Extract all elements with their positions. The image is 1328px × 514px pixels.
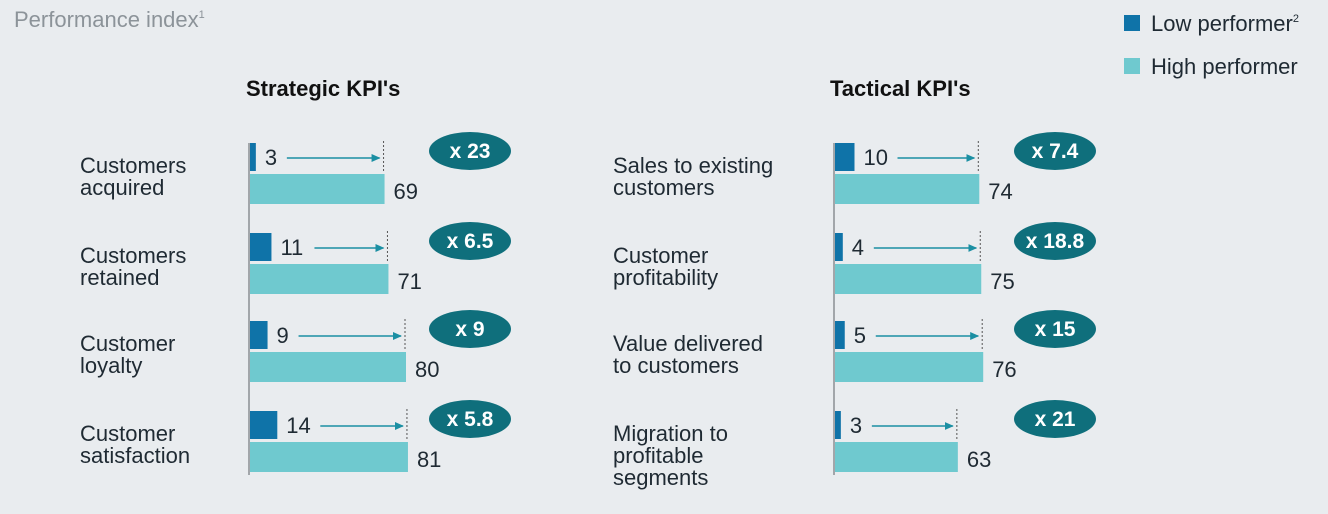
low-performer-value: 10 xyxy=(864,145,888,170)
high-performer-value: 76 xyxy=(992,357,1016,382)
multiplier-badge-text: x 15 xyxy=(1035,318,1076,341)
multiplier-badge-text: x 18.8 xyxy=(1026,230,1085,253)
high-performer-bar xyxy=(250,442,408,472)
category-label-line: profitable xyxy=(613,443,704,468)
category-label-line: acquired xyxy=(80,175,164,200)
legend-label-low: Low performer2 xyxy=(1151,11,1299,36)
category-label-line: retained xyxy=(80,265,160,290)
category-label-line: to customers xyxy=(613,353,739,378)
high-performer-bar xyxy=(250,174,385,204)
performance-index-footnote: 1 xyxy=(199,9,205,21)
legend-label-high: High performer xyxy=(1151,54,1298,79)
category-label-line: Value delivered xyxy=(613,331,763,356)
multiplier-badge xyxy=(1014,132,1096,170)
multiplier-badge xyxy=(429,310,511,348)
category-label-line: Migration to xyxy=(613,421,728,446)
category-label-line: profitability xyxy=(613,265,718,290)
category-label-line: Sales to existing xyxy=(613,153,773,178)
category-label-line: loyalty xyxy=(80,353,142,378)
performance-index-text: Performance index xyxy=(14,7,199,32)
legend-swatch-low xyxy=(1124,15,1140,31)
high-performer-value: 63 xyxy=(967,447,991,472)
high-performer-bar xyxy=(835,442,958,472)
low-performer-value: 11 xyxy=(280,235,303,260)
low-performer-value: 9 xyxy=(277,323,289,348)
category-label-line: Customers xyxy=(80,153,186,178)
legend-swatch-high xyxy=(1124,58,1140,74)
high-performer-value: 74 xyxy=(988,179,1012,204)
high-performer-value: 69 xyxy=(394,179,418,204)
multiplier-badge xyxy=(1014,400,1096,438)
tactical-kpis-title: Tactical KPI's xyxy=(830,76,971,101)
low-performer-bar xyxy=(835,233,843,261)
legend: Low performer2 High performer xyxy=(1124,11,1299,79)
multiplier-badge-text: x 5.8 xyxy=(447,408,494,431)
legend-label-low-text: Low performer xyxy=(1151,11,1293,36)
multiplier-badge-text: x 7.4 xyxy=(1032,140,1079,163)
multiplier-badge xyxy=(429,132,511,170)
performance-index-label: Performance index1 xyxy=(14,7,205,32)
low-performer-value: 5 xyxy=(854,323,866,348)
category-label-line: customers xyxy=(613,175,714,200)
low-performer-value: 3 xyxy=(265,145,277,170)
multiplier-badge-text: x 9 xyxy=(455,318,484,341)
low-performer-bar xyxy=(250,411,278,439)
low-performer-bar xyxy=(250,321,268,349)
multiplier-badge xyxy=(1014,310,1096,348)
high-performer-bar xyxy=(835,264,982,294)
category-label-line: Customers xyxy=(80,243,186,268)
multiplier-badge xyxy=(429,400,511,438)
category-label-line: Customer xyxy=(613,243,708,268)
category-label-line: Customer xyxy=(80,421,175,446)
category-label-line: satisfaction xyxy=(80,443,190,468)
multiplier-badge xyxy=(429,222,511,260)
low-performer-bar xyxy=(250,143,256,171)
low-performer-bar xyxy=(250,233,272,261)
low-performer-bar xyxy=(835,321,845,349)
low-performer-value: 14 xyxy=(286,413,310,438)
low-performer-value: 4 xyxy=(852,235,864,260)
high-performer-value: 75 xyxy=(990,269,1014,294)
multiplier-badge-text: x 23 xyxy=(450,140,491,163)
low-performer-bar xyxy=(835,411,841,439)
high-performer-bar xyxy=(250,352,406,382)
category-label-line: segments xyxy=(613,465,708,490)
category-label-line: Customer xyxy=(80,331,175,356)
strategic-kpis-title: Strategic KPI's xyxy=(246,76,400,101)
high-performer-value: 71 xyxy=(397,269,421,294)
legend-label-low-footnote: 2 xyxy=(1293,13,1299,25)
multiplier-badge xyxy=(1014,222,1096,260)
high-performer-value: 80 xyxy=(415,357,439,382)
high-performer-value: 81 xyxy=(417,447,441,472)
high-performer-bar xyxy=(250,264,389,294)
low-performer-bar xyxy=(835,143,855,171)
high-performer-bar xyxy=(835,174,980,204)
low-performer-value: 3 xyxy=(850,413,862,438)
multiplier-badge-text: x 21 xyxy=(1035,408,1076,431)
multiplier-badge-text: x 6.5 xyxy=(447,230,494,253)
high-performer-bar xyxy=(835,352,984,382)
